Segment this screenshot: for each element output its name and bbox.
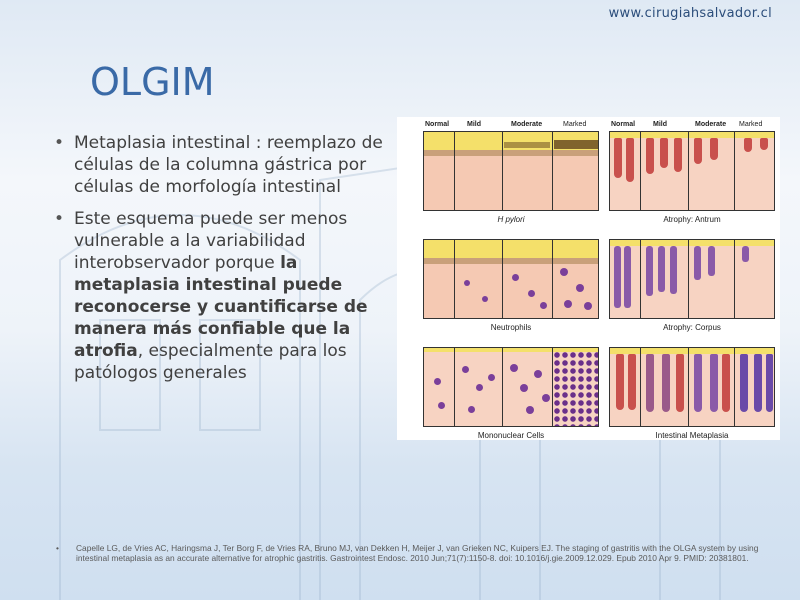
grade-label-marked: Marked <box>563 121 587 128</box>
bullet-list: Metaplasia intestinal : reemplazo de cél… <box>50 132 400 394</box>
footnote-bullet: • <box>56 543 59 553</box>
grade-label-normal: Normal <box>611 121 636 128</box>
figure-panel-atrophy-antrum: Normal Mild Moderate Marked Atrophy: Ant… <box>609 121 775 225</box>
panel-caption: Mononuclear Cells <box>477 431 545 440</box>
reference-footnote: • Capelle LG, de Vries AC, Haringsma J, … <box>56 543 766 563</box>
grade-label-normal: Normal <box>425 121 450 128</box>
bullet-text-normal: Este esquema puede ser menos vulnerable … <box>74 209 348 273</box>
figure-panel-neutrophils: Neutrophils <box>423 229 599 333</box>
grade-label-moderate: Moderate <box>511 121 543 128</box>
tissue-strip <box>423 239 599 319</box>
grade-label-moderate: Moderate <box>695 121 727 128</box>
bullet-text-normal: , especialmente para los patólogos gener… <box>74 341 347 383</box>
panel-caption: Neutrophils <box>490 323 532 332</box>
bullet-text: Metaplasia intestinal : reemplazo de cél… <box>74 133 383 197</box>
tissue-strip <box>423 347 599 427</box>
bullet-item: Metaplasia intestinal : reemplazo de cél… <box>50 132 400 198</box>
bullet-text-bold: la metaplasia intestinal puede reconocer… <box>74 253 368 361</box>
tissue-strip <box>423 131 599 211</box>
figure-panel-h-pylori: Normal Mild Moderate Marked H pylori <box>423 121 599 225</box>
slide-title: OLGIM <box>90 60 215 104</box>
site-url: www.cirugiahsalvador.cl <box>608 6 772 21</box>
grade-label-mild: Mild <box>653 121 667 128</box>
figure-panel-atrophy-corpus: Atrophy: Corpus <box>609 229 775 333</box>
figure-panel-intestinal-metaplasia: Intestinal Metaplasia <box>609 337 775 441</box>
panel-caption: Atrophy: Antrum <box>663 215 721 224</box>
grade-label-mild: Mild <box>467 121 481 128</box>
bullet-item: Este esquema puede ser menos vulnerable … <box>50 208 400 384</box>
sydney-grading-figure: Normal Mild Moderate Marked H pylori Nor… <box>397 117 780 440</box>
panel-caption: Intestinal Metaplasia <box>655 431 729 440</box>
panel-caption: Atrophy: Corpus <box>663 323 721 332</box>
tissue-strip <box>609 131 775 211</box>
panel-caption: H pylori <box>497 215 525 224</box>
grade-label-marked: Marked <box>739 121 763 128</box>
tissue-strip <box>609 347 775 427</box>
reference-text: Capelle LG, de Vries AC, Haringsma J, Te… <box>76 543 759 563</box>
figure-panel-mononuclear-cells: Mononuclear Cells <box>423 337 599 441</box>
tissue-strip <box>609 239 775 319</box>
